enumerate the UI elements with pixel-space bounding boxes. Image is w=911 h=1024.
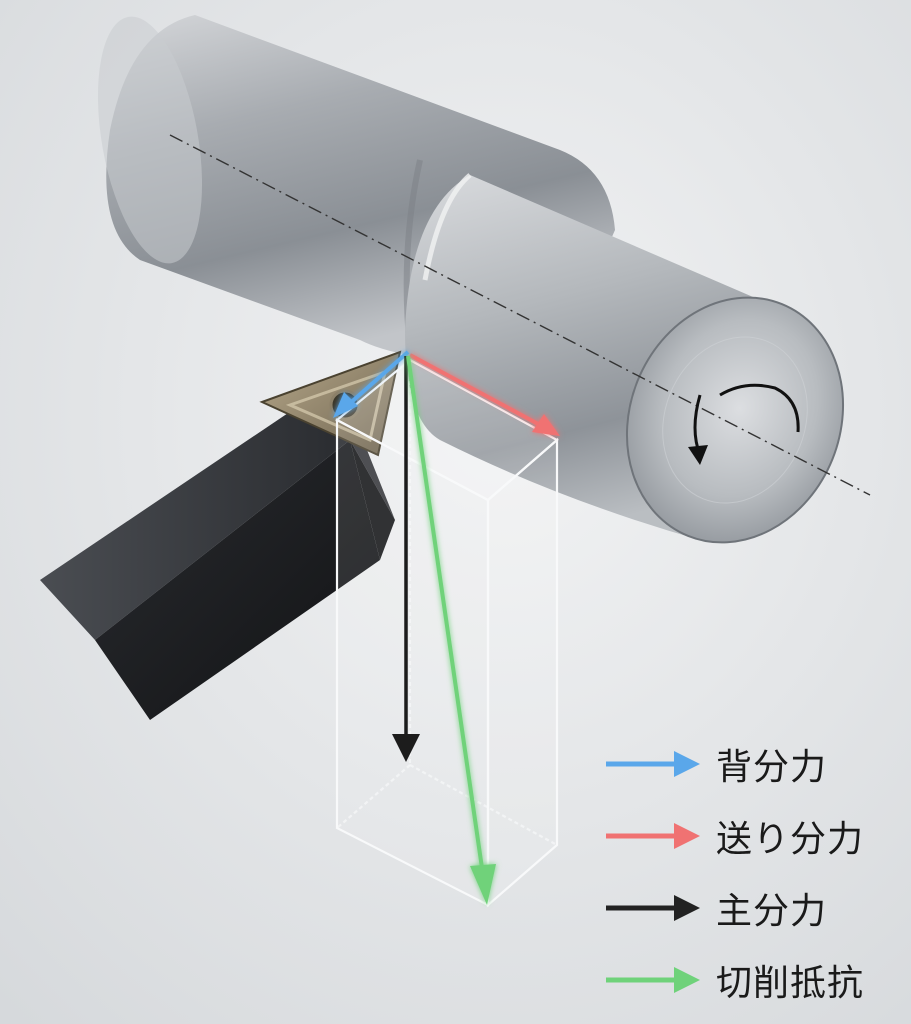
arrow-icon	[606, 895, 700, 921]
arrow-icon	[606, 823, 700, 849]
legend: 背分力 送り分力 主分力 切削抵抗	[600, 728, 900, 1016]
legend-label: 切削抵抗	[716, 963, 865, 1004]
force-arrow-feed	[409, 353, 560, 436]
force-arrow-main	[392, 356, 420, 762]
force-arrow-back	[333, 350, 410, 418]
arrow-icon	[606, 967, 700, 993]
rotation-arrow-icon	[688, 383, 800, 465]
legend-item-feed: 送り分力	[600, 800, 900, 872]
legend-label: 背分力	[716, 747, 828, 788]
center-axis-line	[169, 134, 871, 496]
legend-item-main: 主分力	[600, 872, 900, 944]
force-arrow-resultant	[406, 355, 496, 905]
arrow-icon	[606, 751, 700, 777]
legend-label: 主分力	[716, 891, 828, 932]
legend-item-back: 背分力	[600, 728, 900, 800]
force-box	[335, 358, 559, 908]
workpiece-end-face	[625, 296, 845, 544]
legend-label: 送り分力	[716, 819, 865, 860]
legend-item-resultant: 切削抵抗	[600, 944, 900, 1016]
